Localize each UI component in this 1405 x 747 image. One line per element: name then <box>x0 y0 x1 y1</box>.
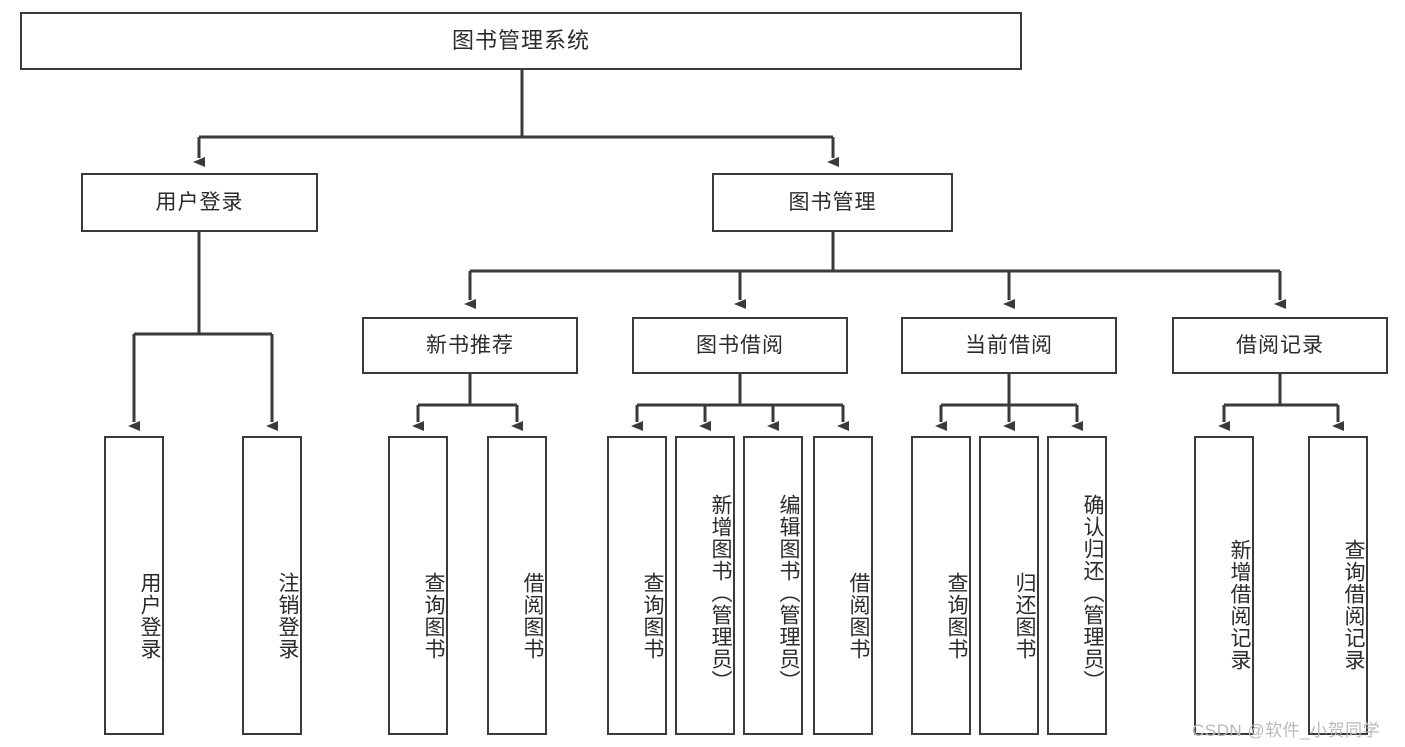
leaf-query-books-current[interactable]: 查询图书 <box>911 436 971 735</box>
leaf-add-book-admin[interactable]: 新增图书（管理员） <box>675 436 735 735</box>
node-user-login[interactable]: 用户登录 <box>81 173 318 232</box>
leaf-return-book[interactable]: 归还图书 <box>979 436 1039 735</box>
node-new-book-recommend[interactable]: 新书推荐 <box>362 317 578 374</box>
node-root-system[interactable]: 图书管理系统 <box>20 12 1022 70</box>
leaf-borrow-books-recommend[interactable]: 借阅图书 <box>487 436 547 735</box>
leaf-query-borrow-record[interactable]: 查询借阅记录 <box>1308 436 1368 735</box>
leaf-query-books-borrow[interactable]: 查询图书 <box>607 436 667 735</box>
node-book-management[interactable]: 图书管理 <box>712 173 953 232</box>
leaf-confirm-return-admin[interactable]: 确认归还（管理员） <box>1047 436 1107 735</box>
leaf-borrow-book[interactable]: 借阅图书 <box>813 436 873 735</box>
leaf-add-borrow-record[interactable]: 新增借阅记录 <box>1194 436 1254 735</box>
node-book-borrow[interactable]: 图书借阅 <box>632 317 848 374</box>
leaf-query-books-recommend[interactable]: 查询图书 <box>388 436 448 735</box>
node-borrow-records[interactable]: 借阅记录 <box>1172 317 1388 374</box>
leaf-user-logout[interactable]: 注销登录 <box>242 436 302 735</box>
csdn-watermark: CSDN @软件_小贺同学 <box>1192 721 1381 740</box>
leaf-user-login[interactable]: 用户登录 <box>104 436 164 735</box>
leaf-edit-book-admin[interactable]: 编辑图书（管理员） <box>743 436 803 735</box>
node-current-borrow[interactable]: 当前借阅 <box>901 317 1117 374</box>
